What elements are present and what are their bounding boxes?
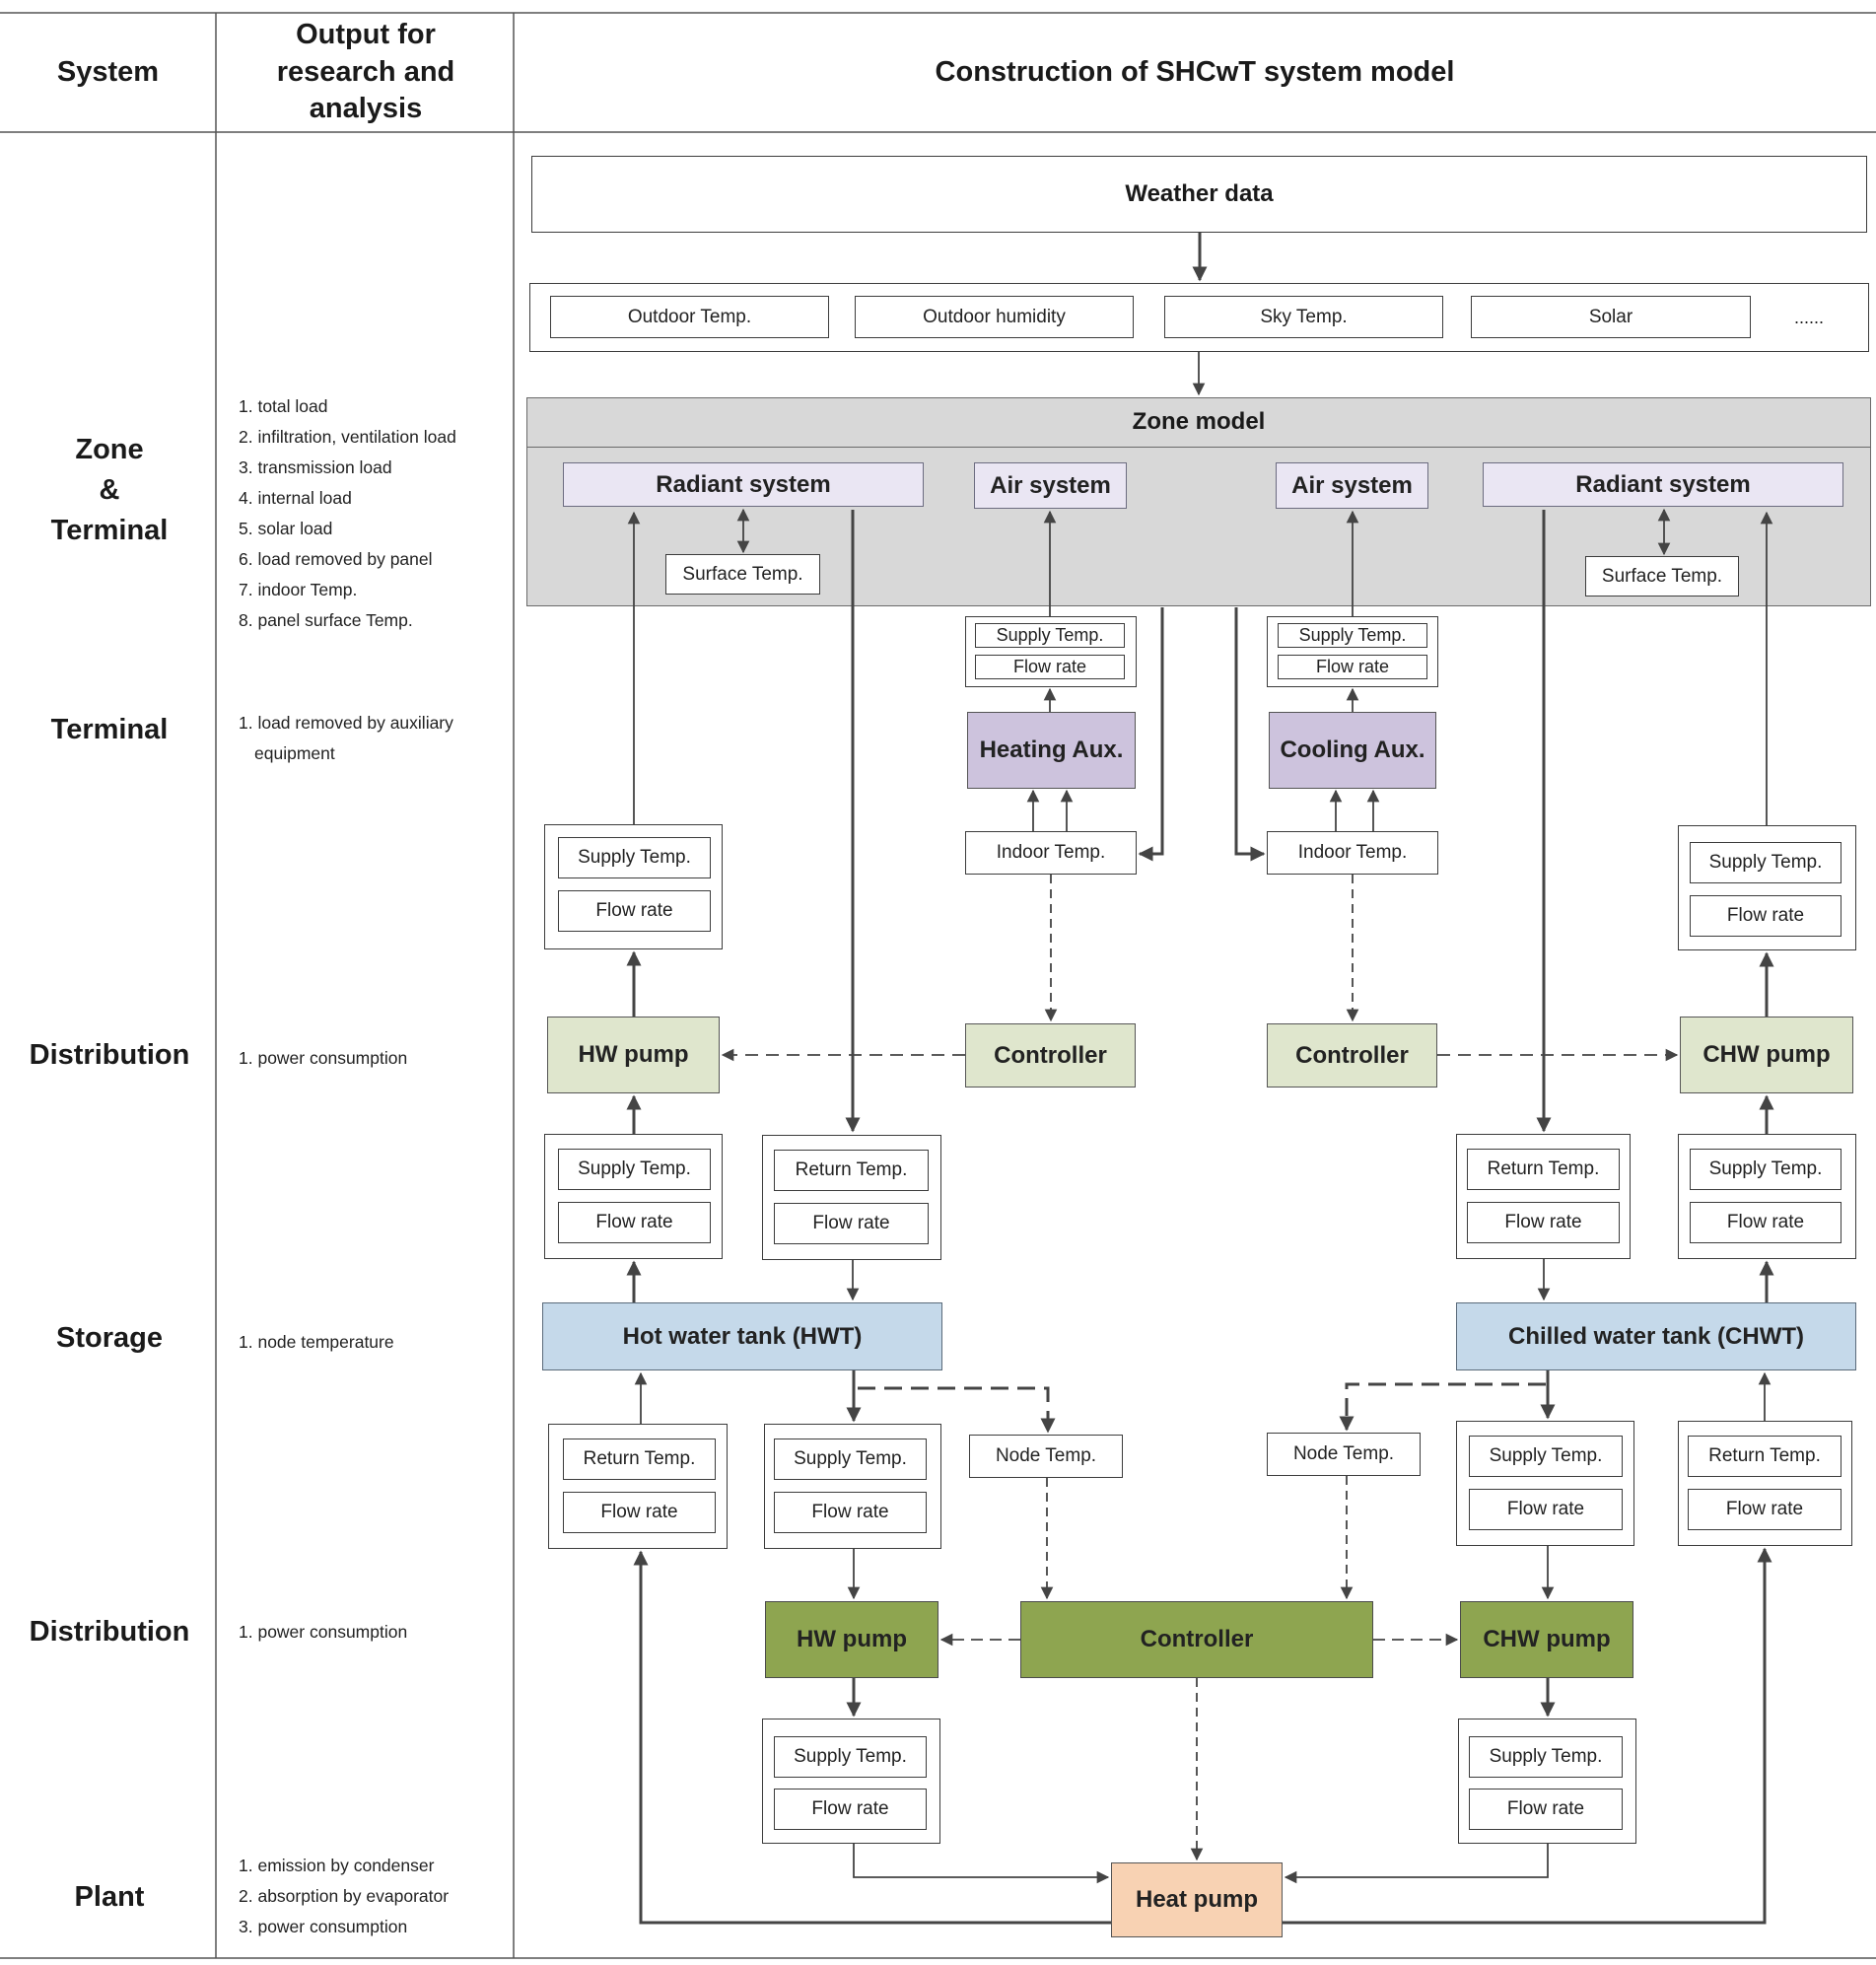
surface-temp-right: Surface Temp.: [1585, 556, 1739, 597]
hot-water-tank: Hot water tank (HWT): [542, 1302, 942, 1370]
surface-temp-left: Surface Temp.: [665, 554, 820, 595]
node-temp-hw: Node Temp.: [969, 1435, 1123, 1478]
indoor-temp-left: Indoor Temp.: [965, 831, 1137, 875]
output-item: 2. absorption by evaporator: [239, 1886, 450, 1906]
output-item: 4. internal load: [239, 488, 352, 508]
return-temp-box: Return Temp.: [1467, 1149, 1620, 1190]
flow-rate-box: Flow rate: [1690, 895, 1841, 937]
sky-temp-box: Sky Temp.: [1164, 296, 1443, 338]
flow-rate-box: Flow rate: [1688, 1489, 1841, 1530]
flow-rate-box: Flow rate: [1469, 1789, 1623, 1830]
heating-aux-box: Heating Aux.: [967, 712, 1136, 789]
output-item: 1. power consumption: [239, 1048, 408, 1068]
hw-pump-terminal: HW pump: [547, 1017, 720, 1093]
flow-rate-box: Flow rate: [1467, 1202, 1620, 1243]
flow-rate-box: Flow rate: [774, 1492, 927, 1533]
supply-temp-box: Supply Temp.: [774, 1439, 927, 1480]
output-item: 8. panel surface Temp.: [239, 610, 413, 630]
zone-model-title: Zone model: [1132, 408, 1266, 435]
hw-pump-plant: HW pump: [765, 1601, 938, 1678]
flow-rate-box: Flow rate: [1278, 655, 1427, 679]
return-temp-box: Return Temp.: [1688, 1436, 1841, 1477]
supply-temp-box: Supply Temp.: [1690, 842, 1841, 883]
chw-pump-terminal: CHW pump: [1680, 1017, 1853, 1093]
output-item: 2. infiltration, ventilation load: [239, 427, 456, 447]
flow-rate-box: Flow rate: [558, 890, 711, 932]
outputs-zone-terminal: 1. total load 2. infiltration, ventilati…: [239, 391, 510, 636]
more-items-ellipsis: ......: [1793, 308, 1824, 327]
supply-temp-box: Supply Temp.: [1690, 1149, 1841, 1190]
return-temp-box: Return Temp.: [774, 1150, 929, 1191]
system-terminal: Terminal: [50, 714, 169, 745]
header-construction: Construction of SHCwT system model: [935, 55, 1455, 88]
supply-temp-box: Supply Temp.: [1278, 623, 1427, 648]
outdoor-humidity-box: Outdoor humidity: [855, 296, 1134, 338]
outputs-terminal: 1. load removed by auxiliary equipment: [239, 708, 505, 769]
flow-rate-box: Flow rate: [774, 1203, 929, 1244]
system-zone-terminal: Zone & Terminal: [50, 434, 169, 547]
flow-rate-box: Flow rate: [558, 1202, 711, 1243]
output-item: 1. load removed by auxiliary equipment: [239, 713, 453, 763]
outputs-distribution-1: 1. power consumption: [239, 1043, 510, 1074]
outputs-distribution-2: 1. power consumption: [239, 1617, 510, 1648]
air-system-right: Air system: [1276, 462, 1428, 509]
output-item: 5. solar load: [239, 519, 333, 538]
flow-rate-box: Flow rate: [1469, 1489, 1623, 1530]
output-item: 1. node temperature: [239, 1332, 394, 1352]
air-system-left: Air system: [974, 462, 1127, 509]
flow-rate-box: Flow rate: [975, 655, 1125, 679]
supply-temp-box: Supply Temp.: [1469, 1736, 1623, 1778]
supply-temp-box: Supply Temp.: [975, 623, 1125, 648]
flow-rate-box: Flow rate: [774, 1789, 927, 1830]
supply-temp-box: Supply Temp.: [558, 1149, 711, 1190]
system-distribution-2: Distribution: [29, 1616, 190, 1648]
chw-pump-plant: CHW pump: [1460, 1601, 1633, 1678]
solar-box: Solar: [1471, 296, 1751, 338]
output-item: 7. indoor Temp.: [239, 580, 358, 599]
system-plant: Plant: [74, 1881, 145, 1913]
system-distribution-1: Distribution: [29, 1039, 190, 1071]
return-temp-box: Return Temp.: [563, 1439, 716, 1480]
header-output: Output for research and analysis: [276, 18, 455, 125]
output-item: 1. total load: [239, 396, 328, 416]
outputs-plant: 1. emission by condenser 2. absorption b…: [239, 1851, 510, 1942]
supply-temp-box: Supply Temp.: [774, 1736, 927, 1778]
indoor-temp-right: Indoor Temp.: [1267, 831, 1438, 875]
flow-rate-box: Flow rate: [1690, 1202, 1841, 1243]
supply-temp-box: Supply Temp.: [1469, 1436, 1623, 1477]
header-system: System: [56, 55, 160, 88]
controller-plant: Controller: [1020, 1601, 1373, 1678]
chilled-water-tank: Chilled water tank (CHWT): [1456, 1302, 1856, 1370]
weather-data-box: Weather data: [531, 156, 1867, 233]
outdoor-temp-box: Outdoor Temp.: [550, 296, 829, 338]
flow-rate-box: Flow rate: [563, 1492, 716, 1533]
zone-model-divider: [527, 447, 1870, 448]
output-item: 1. power consumption: [239, 1622, 408, 1642]
controller-heating: Controller: [965, 1023, 1136, 1088]
cooling-aux-box: Cooling Aux.: [1269, 712, 1436, 789]
output-item: 6. load removed by panel: [239, 549, 433, 569]
supply-temp-box: Supply Temp.: [558, 837, 711, 878]
controller-cooling: Controller: [1267, 1023, 1437, 1088]
radiant-system-right: Radiant system: [1483, 462, 1843, 507]
output-item: 3. power consumption: [239, 1917, 408, 1936]
radiant-system-left: Radiant system: [563, 462, 924, 507]
node-temp-chw: Node Temp.: [1267, 1433, 1421, 1476]
output-item: 1. emission by condenser: [239, 1856, 435, 1875]
system-storage: Storage: [56, 1322, 163, 1354]
heat-pump-box: Heat pump: [1111, 1862, 1283, 1937]
output-item: 3. transmission load: [239, 457, 392, 477]
outputs-storage: 1. node temperature: [239, 1327, 510, 1358]
